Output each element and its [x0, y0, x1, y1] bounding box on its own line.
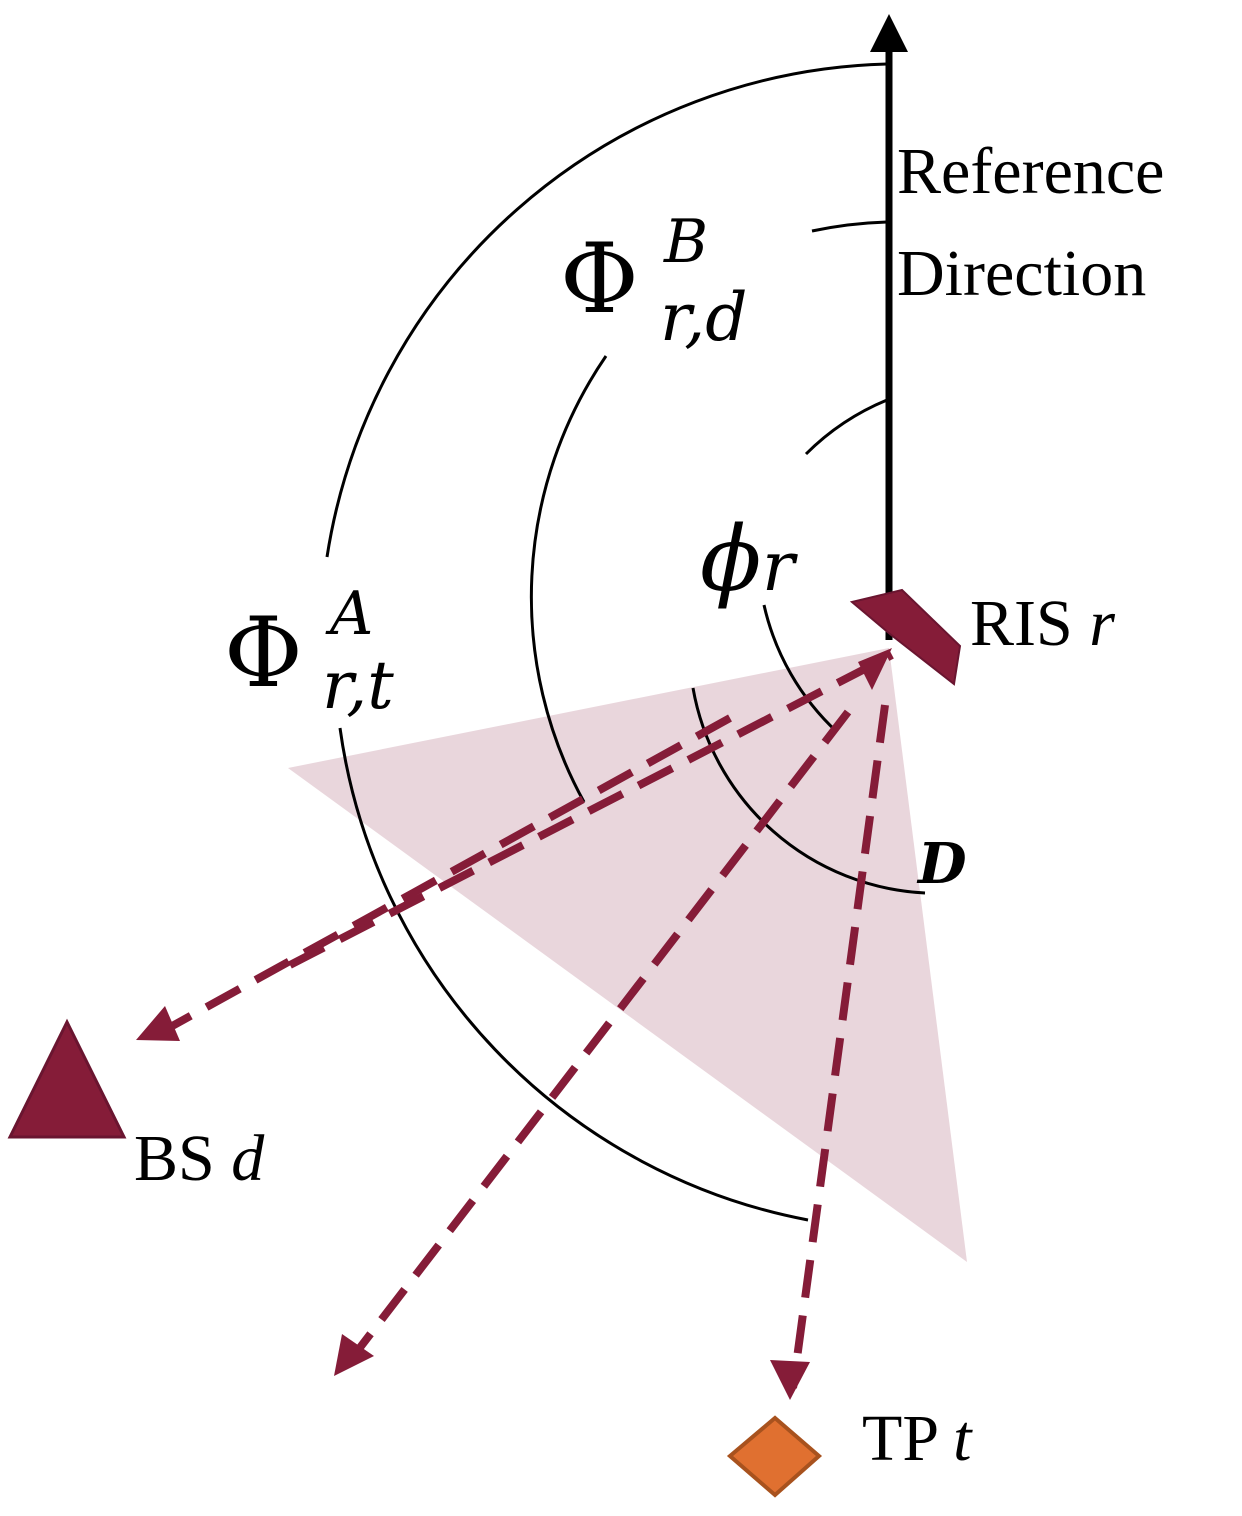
diamond-tp-icon [726, 1415, 823, 1498]
arc-phi-r-top [804, 398, 888, 456]
bs-label-text: BS [134, 1122, 231, 1195]
parallelogram-ris-icon [849, 588, 962, 686]
d-label: D [916, 831, 967, 897]
phi-b-subscript: r,d [660, 279, 748, 356]
arc-phi-a-upper [325, 62, 888, 558]
arc-phi-b-main [529, 355, 608, 803]
arrowhead-tp [770, 1360, 810, 1400]
tp-label-var: t [953, 1402, 973, 1475]
arrowhead-lower-left [334, 1334, 374, 1376]
dashed-arrow-to-bs [163, 714, 732, 1034]
coverage-sector [288, 648, 967, 1262]
ris-label-text: RIS [970, 587, 1089, 660]
arc-phi-r-bottom [762, 604, 839, 734]
phi-r-symbol: ϕ [700, 507, 761, 612]
arc-phi-b-top [811, 220, 888, 233]
phi-a-superscript: A [325, 579, 373, 649]
dashed-arrow-to-ris [288, 651, 894, 969]
dashed-arrow-to-tp [789, 704, 889, 1389]
reference-label-line2: Direction [897, 237, 1146, 310]
phi-a-subscript: r,t [322, 647, 394, 724]
bs-label-var: d [231, 1122, 265, 1195]
arc-phi-a-lower [338, 727, 809, 1222]
triangle-bs-icon [7, 1018, 127, 1139]
phi-b-symbol: Φ [560, 223, 639, 335]
bs-label: BS d [134, 1122, 265, 1195]
ris-label: RIS r [970, 587, 1115, 660]
phi-b-superscript: B [663, 207, 708, 277]
arrowhead-ris [858, 648, 892, 690]
arrowhead-bs [136, 1006, 180, 1041]
phi-r-subscript: r [762, 528, 798, 607]
phi-a-symbol: Φ [224, 597, 303, 709]
reference-label-line1: Reference [897, 135, 1164, 208]
dashed-arrow-lower-left [348, 709, 852, 1361]
reference-arrow-head [870, 14, 908, 52]
tp-label: TP t [862, 1402, 973, 1475]
tp-label-text: TP [862, 1402, 953, 1475]
ris-label-var: r [1089, 587, 1115, 660]
